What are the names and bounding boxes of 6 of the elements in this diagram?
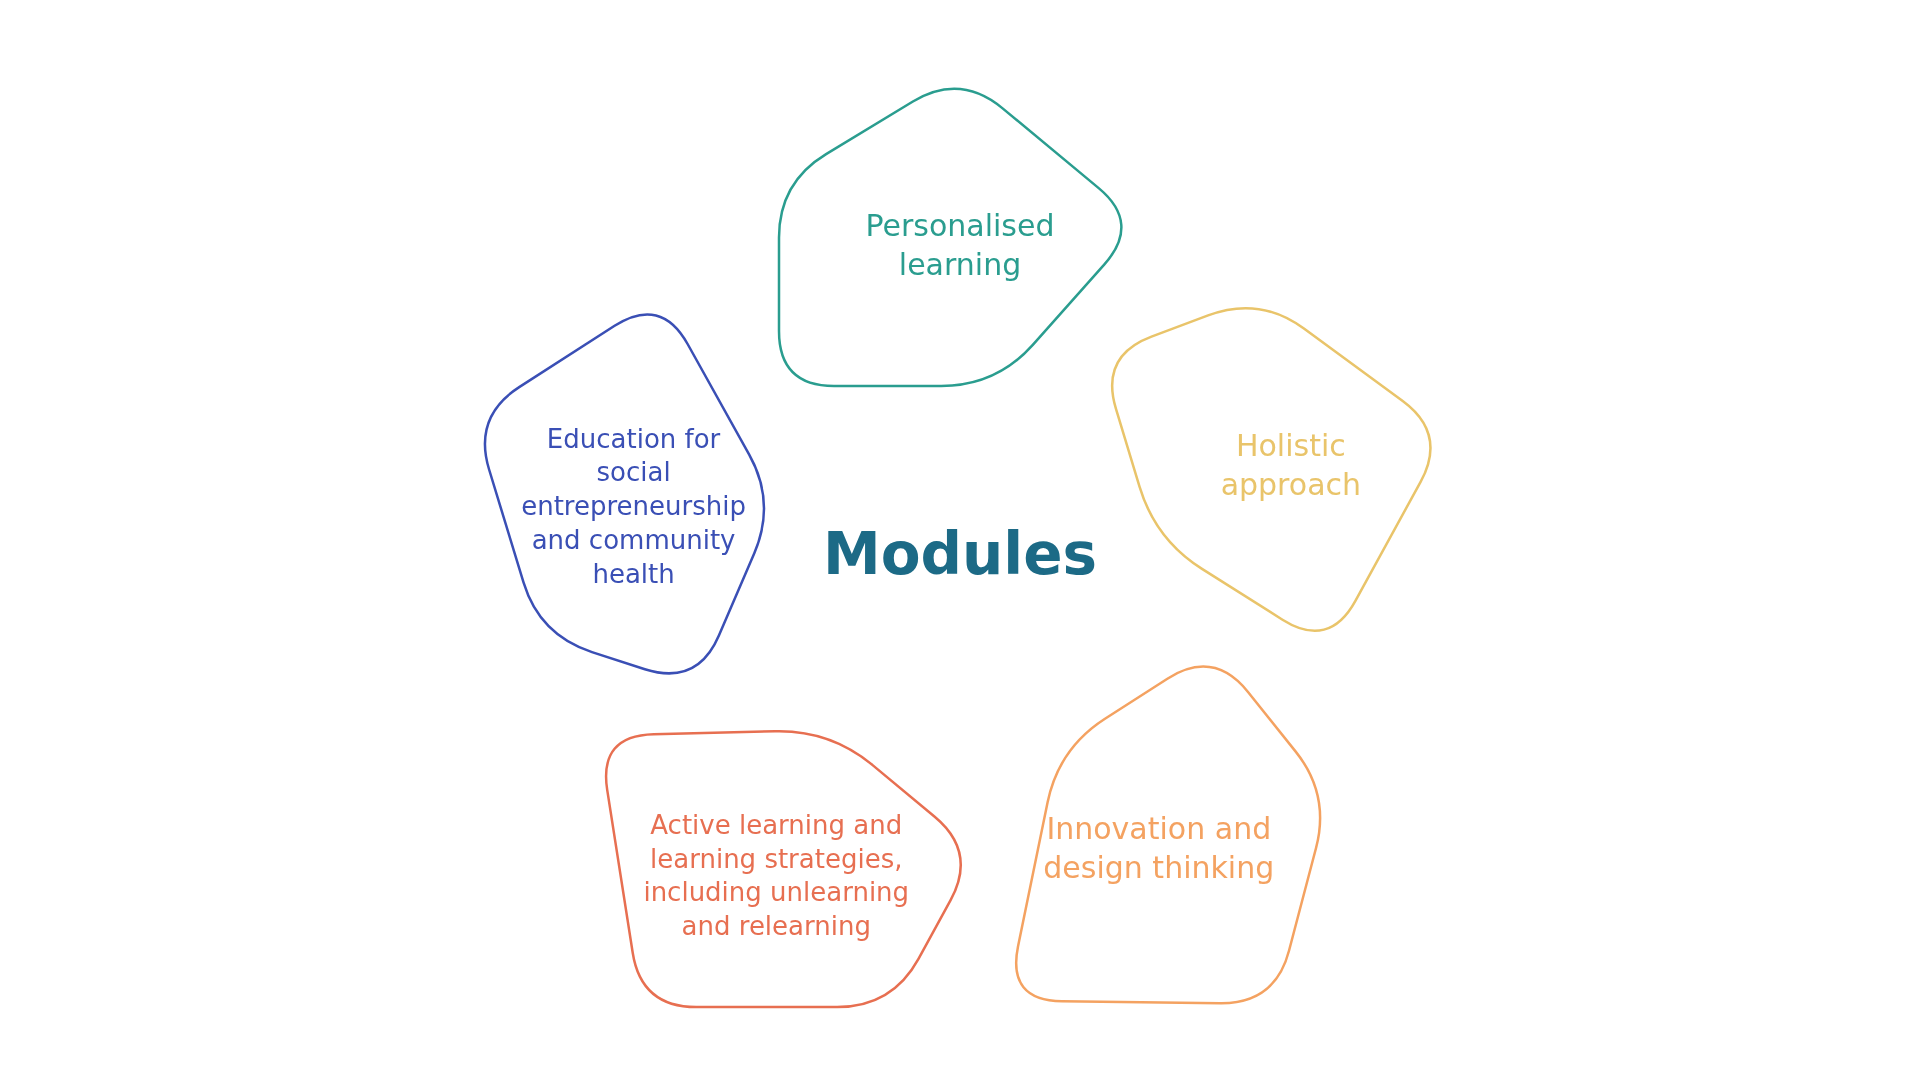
node-label: Holistic approach bbox=[1219, 427, 1363, 505]
diagram-title: Modules bbox=[821, 520, 1099, 588]
node-label: Active learning and learning strategies, including unlearning and relearning bbox=[642, 809, 911, 944]
node-label: Education for social entrepreneurship and community health bbox=[520, 422, 747, 591]
node-label: Innovation and design thinking bbox=[1042, 809, 1276, 887]
node-label: Personalised learning bbox=[864, 207, 1056, 285]
